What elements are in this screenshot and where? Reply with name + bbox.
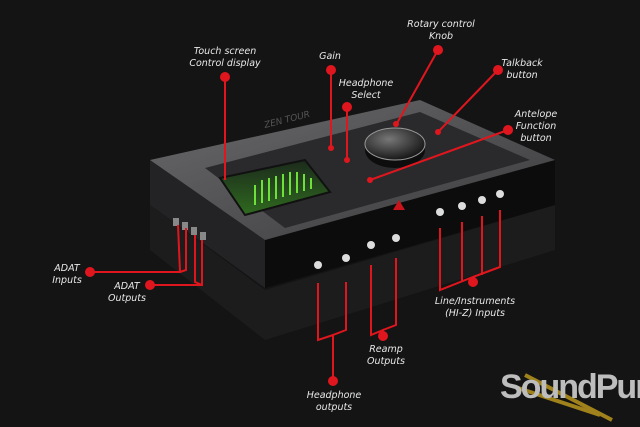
soundpure-watermark: SoundPure bbox=[500, 368, 640, 406]
antelope-logo-mark bbox=[393, 200, 405, 210]
screen-meters bbox=[254, 172, 312, 205]
label-line-inputs: Line/Instruments(HI-Z) Inputs bbox=[434, 296, 516, 319]
adat-ports bbox=[173, 218, 206, 240]
rotary-knob bbox=[364, 127, 426, 161]
label-gain: Gain bbox=[319, 51, 341, 62]
front-jacks bbox=[314, 190, 504, 269]
device-left-face bbox=[150, 160, 265, 288]
device-front-face bbox=[265, 160, 555, 288]
device-reflection bbox=[150, 205, 555, 340]
tuning-fork-logo bbox=[517, 373, 613, 422]
callout-dots bbox=[85, 45, 513, 386]
